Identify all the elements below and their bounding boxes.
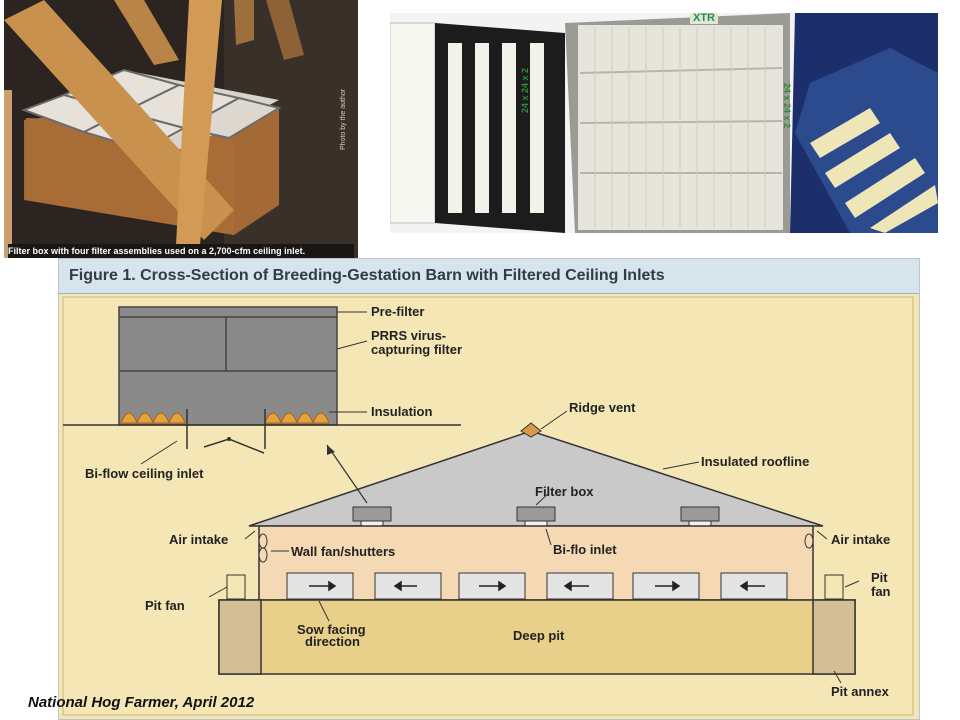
- attic-photo-drawing: [4, 0, 358, 258]
- filter-box-detail: [118, 306, 338, 426]
- label-pit-fan-left: Pit fan: [145, 598, 185, 613]
- label-insulation: Insulation: [371, 404, 433, 419]
- filter-brand-label: XTR: [690, 13, 718, 24]
- label-bi-flow-inlet: Bi-flow ceiling inlet: [85, 466, 204, 481]
- filter-size-label-front: 24 x 24 x 2: [520, 67, 530, 113]
- figure-title-bar: Figure 1. Cross-Section of Breeding-Gest…: [59, 259, 919, 294]
- label-air-intake-right: Air intake: [831, 532, 891, 547]
- filter-products-drawing: [390, 13, 938, 233]
- barn-cross-section-figure: Figure 1. Cross-Section of Breeding-Gest…: [58, 258, 920, 720]
- label-ridge-vent: Ridge vent: [569, 400, 636, 415]
- insulation-fill: [120, 412, 330, 425]
- label-deep-pit: Deep pit: [513, 628, 565, 643]
- label-pre-filter: Pre-filter: [371, 304, 425, 319]
- label-sow-facing-1: Sow facing: [297, 622, 366, 637]
- figure-title: Figure 1. Cross-Section of Breeding-Gest…: [69, 267, 665, 284]
- label-bi-flo-inlet: Bi-flo inlet: [553, 542, 617, 557]
- filter-products-photo: XTR 24 x 24 x 2 24 x 24 x 2: [390, 13, 938, 233]
- label-pit-fan-right-1: Pit: [871, 570, 888, 585]
- label-insulated-roofline: Insulated roofline: [701, 454, 810, 469]
- label-prrs-filter-1: PRRS virus-: [371, 328, 447, 343]
- source-citation: National Hog Farmer, April 2012: [28, 694, 255, 711]
- attic-filter-box-photo: Filter box with four filter assemblies u…: [4, 0, 358, 258]
- label-wall-fan: Wall fan/shutters: [291, 544, 396, 559]
- filter-size-label-side: 24 x 24 x 2: [782, 83, 792, 129]
- attic-photo-caption: Filter box with four filter assemblies u…: [8, 244, 354, 258]
- label-pit-annex: Pit annex: [831, 684, 889, 699]
- label-sow-facing-2: direction: [305, 634, 360, 649]
- label-air-intake-left: Air intake: [169, 532, 229, 547]
- label-prrs-filter-2: capturing filter: [371, 342, 463, 357]
- label-pit-fan-right-2: fan: [871, 584, 891, 599]
- barn-diagram: [62, 296, 914, 716]
- photo-credit: Photo by the author: [340, 88, 347, 150]
- label-filter-box: Filter box: [535, 484, 594, 499]
